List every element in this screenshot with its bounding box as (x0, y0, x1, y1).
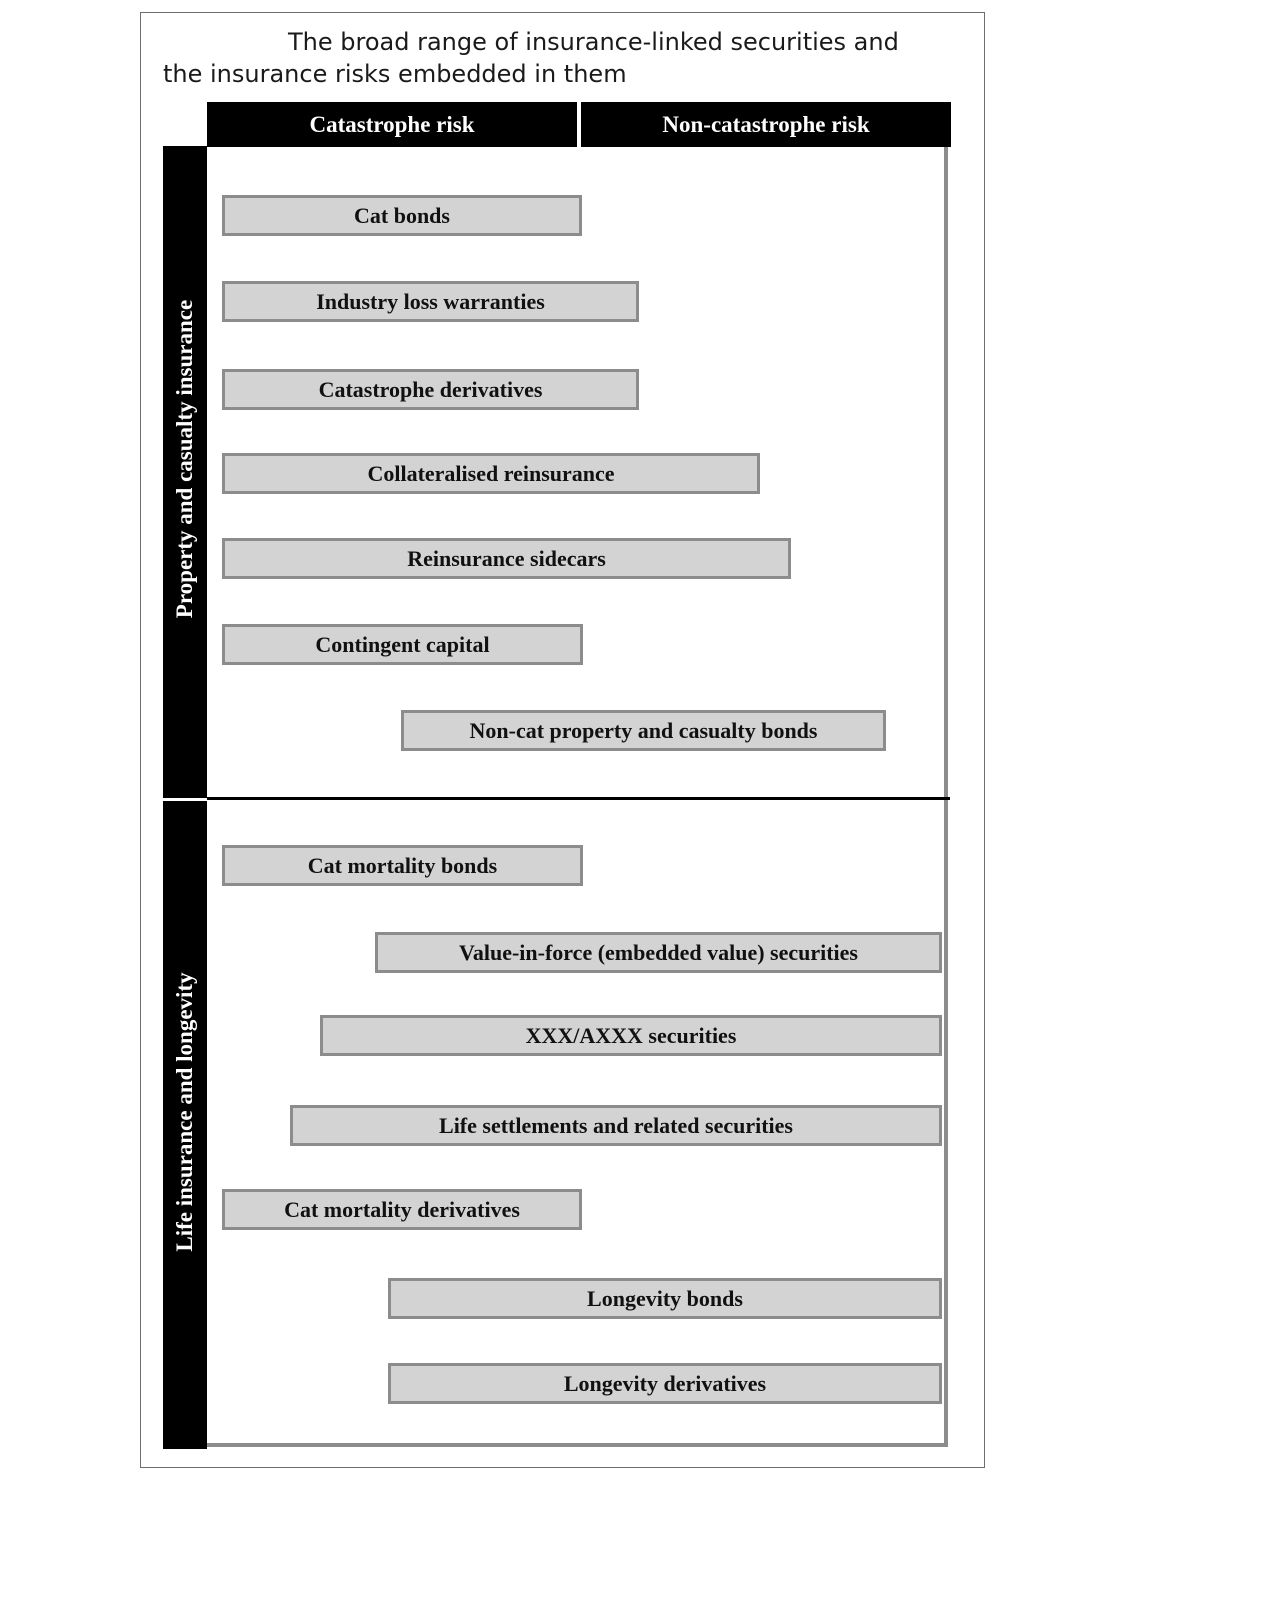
figure-title: The broad range of insurance-linked secu… (163, 28, 899, 88)
instrument-longevity-bonds: Longevity bonds (388, 1278, 942, 1319)
row-label-life-longevity: Life insurance and longevity (172, 972, 197, 1252)
figure-frame (140, 12, 985, 1468)
instrument-catastrophe-derivatives: Catastrophe derivatives (222, 369, 639, 410)
instrument-xxx-axxx-securities: XXX/AXXX securities (320, 1015, 942, 1056)
instrument-longevity-derivatives: Longevity derivatives (388, 1363, 942, 1404)
column-header-non-catastrophe: Non-catastrophe risk (581, 102, 951, 147)
instrument-life-settlements: Life settlements and related securities (290, 1105, 942, 1146)
instrument-contingent-capital: Contingent capital (222, 624, 583, 665)
section-divider (207, 797, 950, 800)
instrument-cat-mortality-derivatives: Cat mortality derivatives (222, 1189, 582, 1230)
instrument-cat-bonds: Cat bonds (222, 195, 582, 236)
instrument-industry-loss-warranties: Industry loss warranties (222, 281, 639, 322)
row-label-property-casualty: Property and casualty insurance (172, 299, 197, 619)
instrument-value-in-force-securities: Value-in-force (embedded value) securiti… (375, 932, 942, 973)
row-header-property-casualty: Property and casualty insurance (163, 146, 207, 798)
instrument-non-cat-pc-bonds: Non-cat property and casualty bonds (401, 710, 886, 751)
instrument-reinsurance-sidecars: Reinsurance sidecars (222, 538, 791, 579)
row-header-life-longevity: Life insurance and longevity (163, 801, 207, 1449)
instrument-cat-mortality-bonds: Cat mortality bonds (222, 845, 583, 886)
instrument-collateralised-reinsurance: Collateralised reinsurance (222, 453, 760, 494)
column-header-catastrophe: Catastrophe risk (207, 102, 577, 147)
